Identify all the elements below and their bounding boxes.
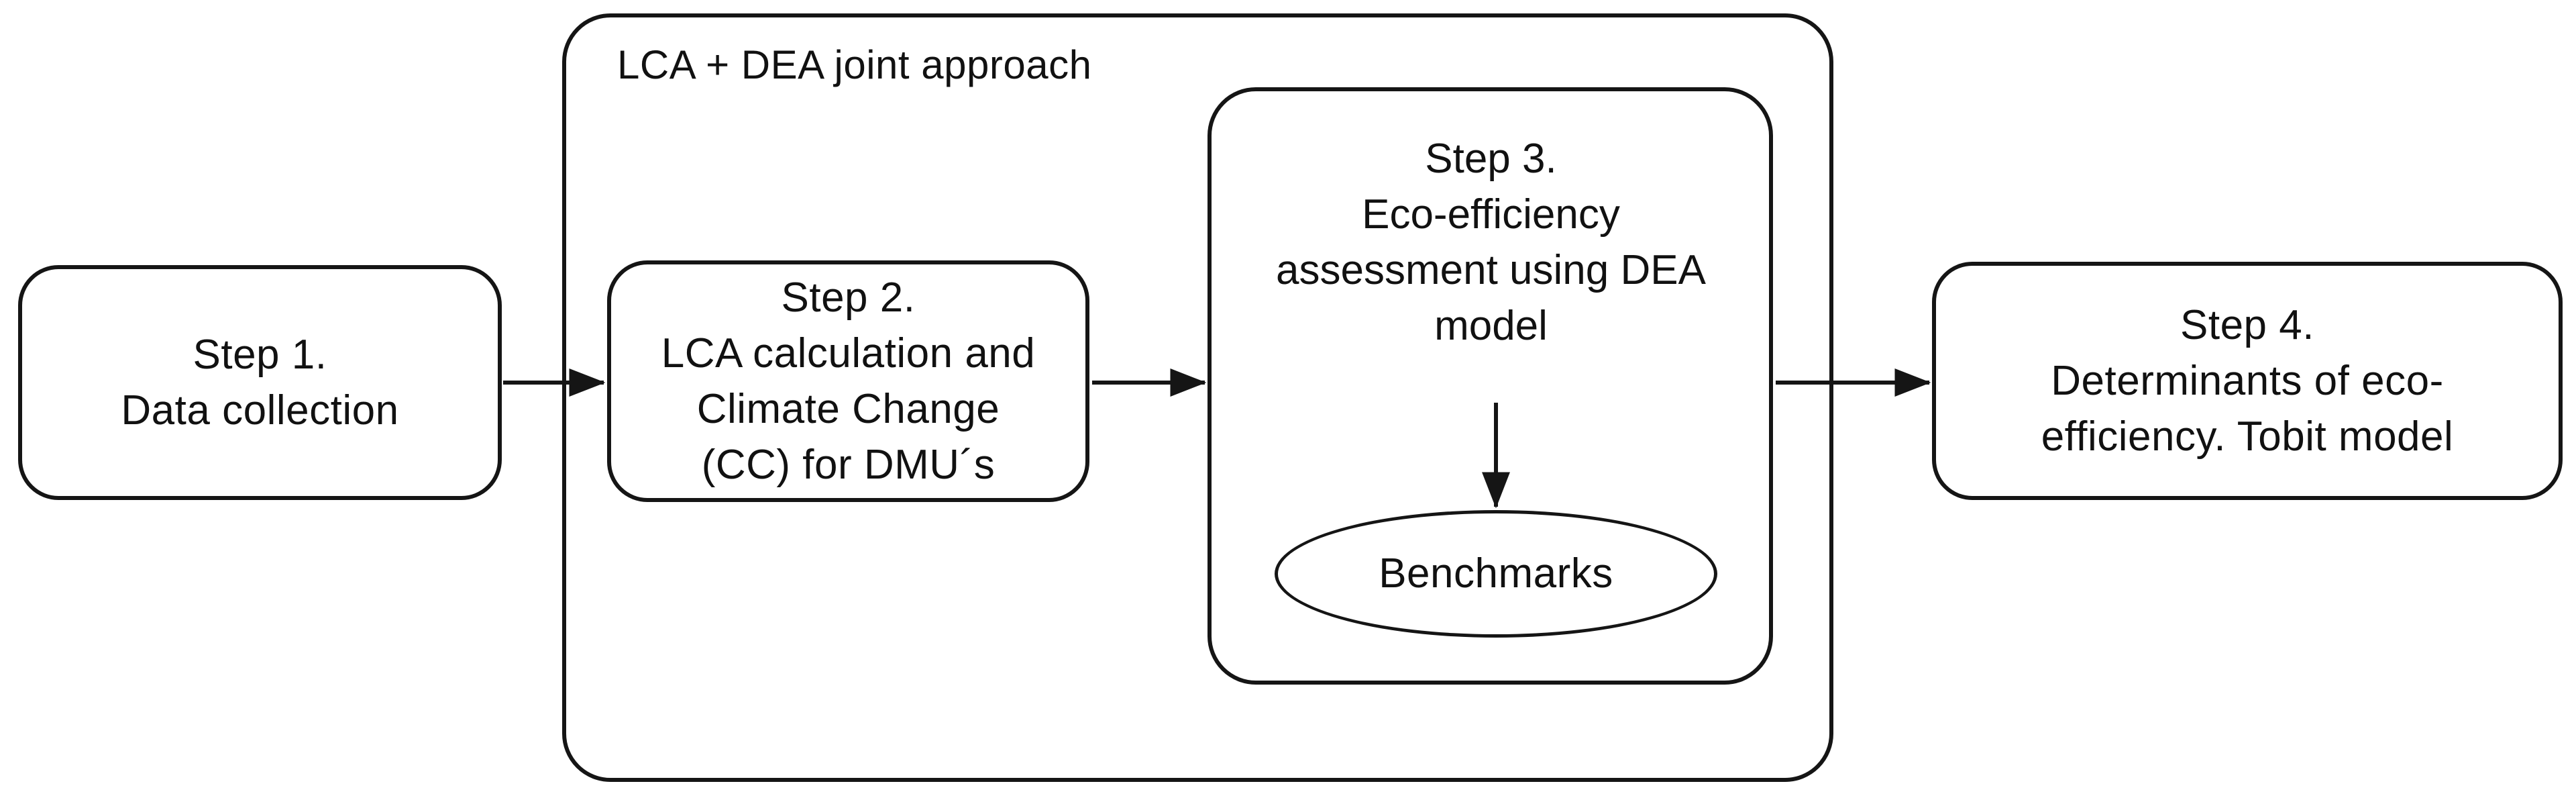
step-4-label: Step 4. Determinants of eco- efficiency.…	[2041, 301, 2454, 460]
step-3-label: Step 3. Eco-efficiency assessment using …	[1276, 136, 1706, 350]
step-1-label: Step 1. Data collection	[121, 331, 399, 434]
benchmarks-node[interactable]: Benchmarks	[1275, 510, 1717, 638]
lca-dea-group-container	[562, 13, 1833, 782]
benchmarks-label: Benchmarks	[1379, 550, 1613, 597]
step-2-label: Step 2. LCA calculation and Climate Chan…	[661, 274, 1036, 489]
step-2-node[interactable]: Step 2. LCA calculation and Climate Chan…	[607, 260, 1089, 502]
step-1-node[interactable]: Step 1. Data collection	[18, 265, 502, 500]
step-4-node[interactable]: Step 4. Determinants of eco- efficiency.…	[1932, 262, 2563, 500]
lca-dea-group-label: LCA + DEA joint approach	[617, 42, 1092, 87]
